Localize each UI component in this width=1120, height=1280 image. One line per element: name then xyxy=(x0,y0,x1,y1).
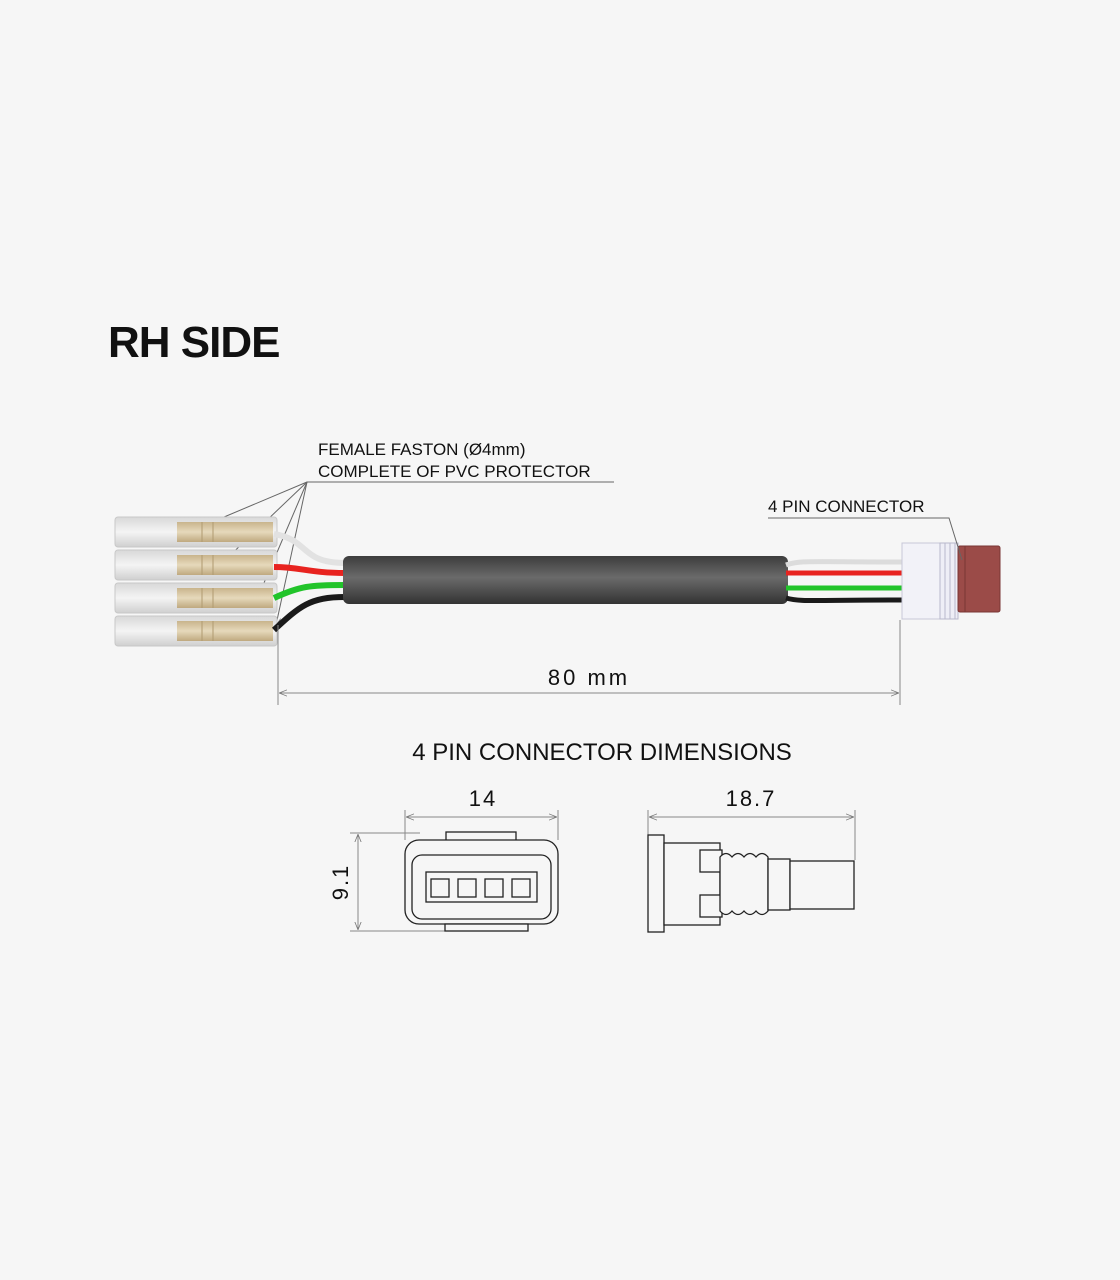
wire-black xyxy=(271,594,346,633)
wire-red xyxy=(273,564,346,576)
connector-side-view: 18.7 xyxy=(647,786,856,933)
wires-right xyxy=(785,559,903,603)
svg-text:COMPLETE OF PVC PROTECTOR: COMPLETE OF PVC PROTECTOR xyxy=(318,462,591,481)
faston-4 xyxy=(114,615,278,647)
dimensions-title: 4 PIN CONNECTOR DIMENSIONS xyxy=(412,739,792,766)
faston-3 xyxy=(114,582,278,614)
cable-jacket xyxy=(343,556,788,604)
faston-1 xyxy=(114,516,278,548)
wire-green xyxy=(272,582,346,601)
length-dimension-connector: 18.7 xyxy=(726,786,777,811)
connector-front-view: 14 9.1 xyxy=(328,786,559,932)
wire-white xyxy=(273,531,346,566)
connector-label: 4 PIN CONNECTOR xyxy=(768,497,925,516)
width-dimension: 14 xyxy=(469,786,497,811)
svg-text:FEMALE FASTON (Ø4mm): FEMALE FASTON (Ø4mm) xyxy=(318,440,526,459)
svg-text:80 mm: 80 mm xyxy=(548,665,630,690)
faston-terminals xyxy=(114,516,278,647)
length-dimension: 80 mm xyxy=(277,620,901,705)
page-title: RH SIDE xyxy=(108,318,279,367)
faston-2 xyxy=(114,549,278,581)
four-pin-connector xyxy=(901,542,1001,620)
wires-left xyxy=(271,531,346,633)
height-dimension: 9.1 xyxy=(328,864,353,901)
